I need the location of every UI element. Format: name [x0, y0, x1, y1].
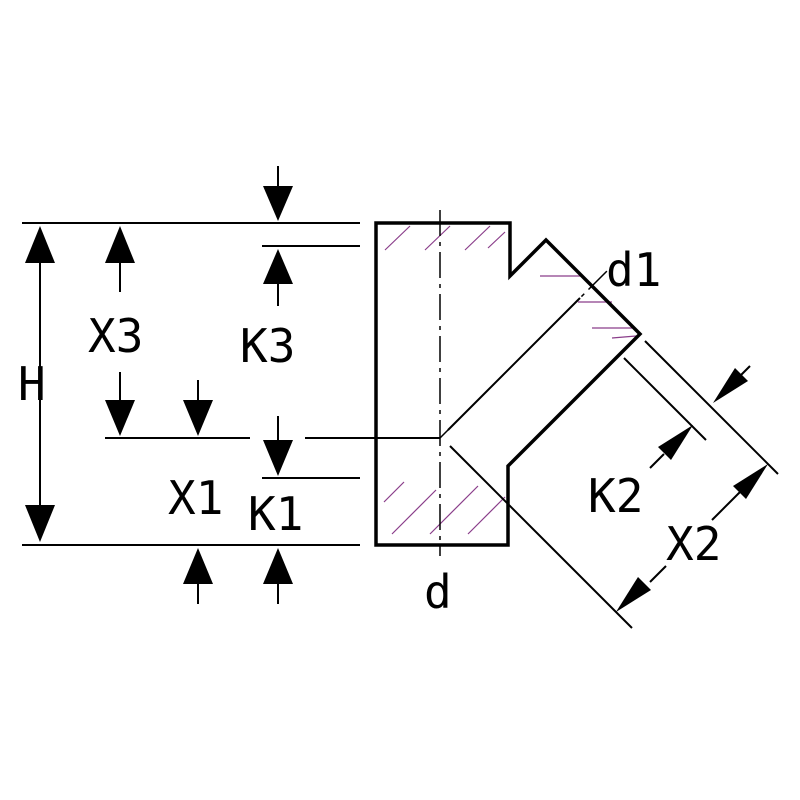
k3-arrow-down — [263, 186, 293, 221]
x2-dimension-line-upper — [711, 491, 741, 521]
h-arrow-top — [25, 226, 55, 263]
dimension-labels: H X3 K3 X1 K1 d d1 K2 X2 — [18, 243, 721, 619]
x1-arrow-down — [183, 400, 213, 436]
x2-arrow-inner — [616, 577, 651, 612]
label-x3: X3 — [88, 309, 143, 363]
x3-arrow-down — [105, 400, 135, 436]
label-k1: K1 — [248, 487, 303, 541]
x2-extension-line — [644, 340, 779, 475]
branch-extension-lower — [449, 445, 633, 629]
branch-axis-centerline — [439, 267, 611, 439]
k3-arrow-up — [263, 249, 293, 284]
k2-extension-line — [623, 357, 707, 441]
k1-arrow-up — [263, 548, 293, 584]
dimension-x2 — [616, 464, 768, 612]
k2-leader-inner — [649, 453, 665, 469]
extension-lines — [22, 222, 440, 546]
bore-lines — [447, 297, 633, 629]
center-lines — [439, 210, 611, 556]
dimension-h — [25, 226, 55, 542]
x3-arrow-up — [105, 226, 135, 263]
k2-leader-outer — [739, 365, 751, 377]
label-k3: K3 — [240, 319, 295, 373]
fitting-body-outline — [374, 221, 643, 547]
label-k2: K2 — [588, 469, 643, 523]
dimension-x3 — [105, 226, 135, 436]
x2-arrow-outer — [733, 464, 768, 499]
k1-arrow-down — [263, 440, 293, 476]
dimension-k3 — [263, 166, 293, 306]
dimension-k2 — [649, 365, 751, 469]
label-d1: d1 — [606, 243, 661, 297]
k2-arrow-inner — [658, 425, 693, 460]
x2-dimension-line-lower — [649, 565, 667, 583]
dimension-x1 — [183, 380, 213, 604]
label-x2: X2 — [666, 517, 721, 571]
label-x1: X1 — [168, 471, 223, 525]
label-d: d — [424, 565, 452, 619]
label-h: H — [18, 357, 46, 411]
k2-arrow-outer — [713, 368, 748, 403]
dimension-k1 — [263, 416, 293, 604]
branch-extension-lines — [623, 340, 779, 475]
h-arrow-bottom — [25, 505, 55, 542]
x1-arrow-up — [183, 548, 213, 584]
